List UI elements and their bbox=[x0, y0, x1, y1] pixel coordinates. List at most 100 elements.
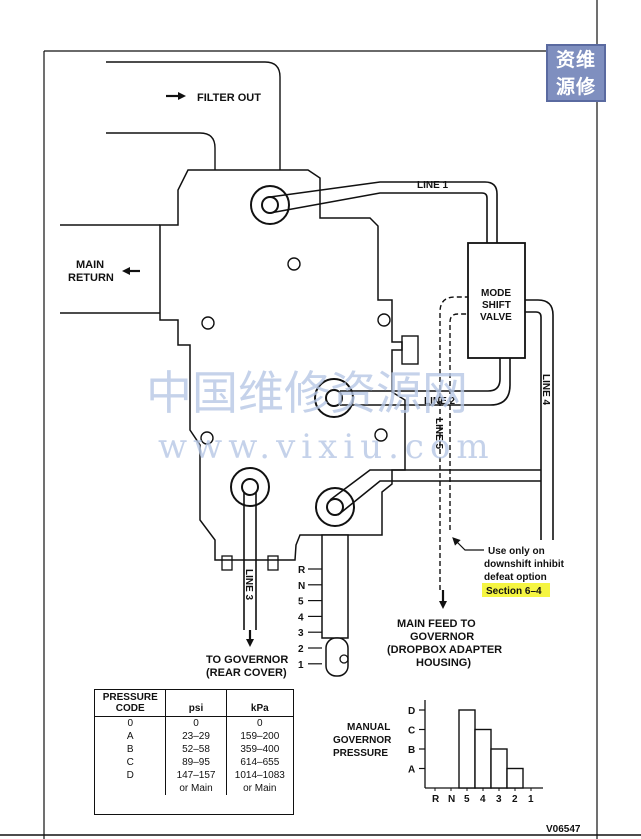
header-text: psi bbox=[188, 703, 204, 714]
table-cell: 0 bbox=[95, 716, 167, 730]
figure-id: V06547 bbox=[546, 824, 581, 835]
header-text: PRESSURE CODE bbox=[102, 692, 158, 714]
table-cell: C bbox=[95, 756, 167, 769]
manual-gov-label-1: MANUAL bbox=[347, 722, 390, 733]
selector-position-label: N bbox=[298, 581, 305, 592]
chart-bar bbox=[506, 767, 524, 789]
manual-gov-label-3: PRESSURE bbox=[333, 748, 388, 759]
table-cell: 52–58 bbox=[165, 743, 227, 756]
filter-out-pipe-inner bbox=[106, 132, 216, 170]
chart-y-tick-label: C bbox=[408, 726, 415, 737]
note-section-link: Section 6–4 bbox=[486, 586, 542, 597]
line3-label: LINE 3 bbox=[243, 569, 254, 601]
note-line-2: downshift inhibit bbox=[484, 559, 565, 570]
plug-fitting bbox=[401, 335, 419, 365]
port-line2-inner bbox=[325, 389, 343, 407]
note-line-3: defeat option bbox=[484, 572, 547, 583]
table-cell: 0 bbox=[165, 716, 227, 730]
selector-lever bbox=[325, 637, 349, 677]
line1-label: LINE 1 bbox=[417, 180, 449, 191]
selector-position-label: 4 bbox=[298, 612, 304, 623]
chart-x-tick-label: 4 bbox=[480, 794, 486, 805]
table-cell: 1014–1083 bbox=[234, 770, 285, 781]
valve-body-outline bbox=[159, 169, 406, 561]
mode-shift-label-3: VALVE bbox=[480, 312, 512, 323]
header-text: kPa bbox=[250, 703, 269, 714]
logo-text-top: 资维 bbox=[555, 48, 596, 71]
note-line-1: Use only on bbox=[488, 546, 545, 557]
main-feed-label-4: HOUSING) bbox=[416, 657, 471, 669]
main-feed-label-2: GOVERNOR bbox=[410, 631, 474, 643]
watermark-logo: 资维 源修 bbox=[546, 44, 606, 102]
chart-x-tick-label: 2 bbox=[512, 794, 518, 805]
fitting bbox=[267, 555, 279, 571]
pipe-line1 bbox=[269, 181, 498, 243]
chart-bar bbox=[458, 709, 476, 789]
table-cell: 359–400 bbox=[240, 744, 280, 755]
bolt-hole bbox=[201, 316, 215, 330]
chart-x-tick-label: N bbox=[448, 794, 455, 805]
bolt-hole bbox=[287, 257, 301, 271]
mode-shift-label-1: MODE bbox=[481, 288, 511, 299]
table-cell: or Main bbox=[243, 783, 277, 794]
line4-label: LINE 4 bbox=[540, 374, 551, 406]
to-governor-label-2: (REAR COVER) bbox=[206, 667, 287, 679]
table-cell: 147–157 bbox=[165, 769, 227, 782]
table-cell bbox=[95, 782, 167, 795]
selector-position-label: 5 bbox=[298, 597, 304, 608]
header-kpa: kPa bbox=[226, 690, 293, 717]
pipe-line3 bbox=[243, 487, 257, 630]
table-header-row: PRESSURE CODE psi kPa bbox=[95, 690, 293, 717]
port-line1-inner bbox=[261, 196, 279, 214]
table-cell: 159–200 bbox=[240, 731, 280, 742]
bolt-hole bbox=[377, 313, 391, 327]
watermark-cjk: 中国维修资源网 bbox=[146, 366, 468, 420]
table-cell: 0 bbox=[257, 718, 263, 729]
pipe-line4-lower bbox=[329, 469, 541, 516]
selector-position-label: R bbox=[298, 565, 306, 576]
table-cell: A bbox=[95, 730, 167, 743]
bolt-hole bbox=[374, 428, 388, 442]
filter-out-label: FILTER OUT bbox=[197, 92, 261, 104]
filter-out-pipe bbox=[106, 61, 281, 170]
chart-x-tick-label: 5 bbox=[464, 794, 470, 805]
mode-shift-label-2: SHIFT bbox=[482, 300, 511, 311]
port-line3-inner bbox=[241, 478, 259, 496]
table-cell: D bbox=[95, 769, 167, 782]
bolt-hole bbox=[200, 431, 214, 445]
chart-x-tick-label: 1 bbox=[528, 794, 534, 805]
header-psi: psi bbox=[165, 690, 227, 717]
chart-y-tick-label: D bbox=[408, 706, 415, 717]
note-section-highlight bbox=[482, 583, 550, 597]
line2-label: LINE 2 bbox=[424, 396, 456, 407]
mode-shift-valve bbox=[467, 242, 526, 359]
table-cell: 614–655 bbox=[240, 757, 280, 768]
main-feed-label-1: MAIN FEED TO bbox=[397, 618, 476, 630]
selector-position-label: 2 bbox=[298, 644, 304, 655]
manual-gov-label-2: GOVERNOR bbox=[333, 735, 392, 746]
selector-position-label: 1 bbox=[298, 660, 304, 671]
fitting bbox=[221, 555, 233, 571]
line5-label: LINE 5 bbox=[433, 418, 444, 450]
chart-x-tick-label: 3 bbox=[496, 794, 502, 805]
main-return-label-2: RETURN bbox=[68, 272, 114, 284]
watermark-url: www.vixiu.com bbox=[158, 427, 495, 467]
pressure-table-frame bbox=[94, 689, 294, 815]
to-governor-label-1: TO GOVERNOR bbox=[206, 654, 288, 666]
logo-text-bottom: 源修 bbox=[555, 75, 596, 98]
chart-bar bbox=[490, 748, 508, 789]
selector-lever-pin bbox=[339, 654, 349, 664]
selector-shaft bbox=[321, 534, 349, 639]
chart-y-tick-label: A bbox=[408, 765, 415, 776]
pipe-line2 bbox=[340, 358, 511, 406]
